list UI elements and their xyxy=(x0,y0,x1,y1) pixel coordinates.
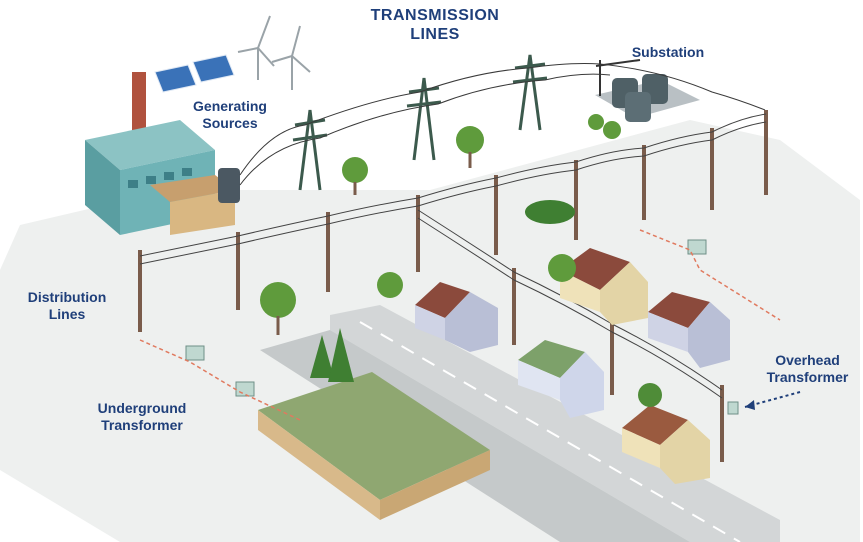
transmission-lines-label: TRANSMISSION LINES xyxy=(345,6,525,44)
solar-panel-icon xyxy=(154,54,235,93)
store-icon xyxy=(258,372,490,520)
transmission-wires xyxy=(239,63,766,186)
distribution-wires xyxy=(139,113,767,399)
transmission-lines-label-line1: TRANSMISSION xyxy=(370,7,500,24)
underground-transformer-label: Underground Transformer xyxy=(82,400,202,434)
tree-icon xyxy=(260,114,662,407)
generating-sources-label: Generating Sources xyxy=(180,98,280,132)
substation-icon xyxy=(595,59,700,122)
house-icon xyxy=(415,248,730,484)
overhead-transformer-label: Overhead Transformer xyxy=(755,352,860,386)
distribution-lines-label: Distribution Lines xyxy=(12,289,122,323)
overhead-transformer-arrow xyxy=(744,391,801,410)
distribution-lines-label-line2: Lines xyxy=(48,305,86,322)
underground-transformer-label-line1: Underground xyxy=(97,400,187,416)
transmission-lines-label-line2: LINES xyxy=(410,26,460,44)
utility-pole-icon xyxy=(138,110,768,462)
transmission-tower-icon xyxy=(292,54,548,191)
overhead-transformer-label-line2: Transformer xyxy=(766,368,849,385)
generating-sources-label-line2: Sources xyxy=(202,114,258,131)
underground-transformer-label-line2: Transformer xyxy=(101,416,183,433)
underground-cables xyxy=(139,229,781,421)
substation-label-text: Substation xyxy=(631,44,705,60)
substation-label: Substation xyxy=(618,44,718,61)
overhead-transformer-label-line1: Overhead xyxy=(775,352,840,368)
wind-turbine-icon xyxy=(237,15,311,90)
generating-sources-label-line1: Generating xyxy=(193,98,267,114)
factory-icon xyxy=(85,72,240,235)
distribution-lines-label-line1: Distribution xyxy=(27,289,107,305)
